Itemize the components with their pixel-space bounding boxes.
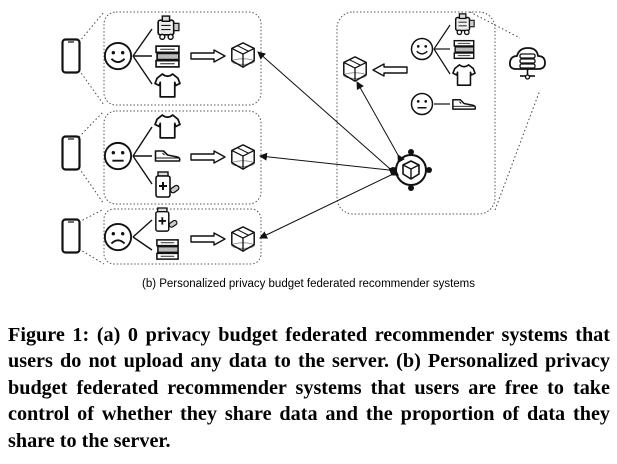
hollow-arrow-icon [190,49,226,63]
item-branch-lines [132,28,153,85]
phone-projection-lines [78,11,105,265]
neutral-face-icon [410,92,434,116]
item-branch-lines [433,24,451,105]
happy-face-icon [103,41,133,71]
hollow-arrow-icon [190,150,226,164]
communication-arrows [257,51,405,239]
model-cube-icon [343,56,367,82]
cloud-projection-lines [469,11,541,211]
item-branch-lines [132,126,153,185]
sad-face-icon [103,222,133,252]
caption-text: (a) 0 privacy budget federated recommend… [8,324,610,452]
smartphone-icon [61,218,81,254]
happy-face-icon [410,37,434,61]
tshirt-icon [154,114,181,139]
hollow-arrow-icon [190,232,226,246]
neutral-face-icon [103,141,133,171]
figure-caption: Figure 1: (a) 0 privacy budget federated… [8,322,610,454]
aggregator-hub-icon [389,148,433,192]
diagram-subcaption: (b) Personalized privacy budget federate… [141,278,476,290]
medicine-icon [155,171,180,198]
medicine-icon [154,207,178,233]
tshirt-icon [154,73,181,98]
smartphone-icon [61,38,81,74]
federated-recommender-diagram [61,11,546,265]
model-cube-icon [231,144,255,170]
smartphone-icon [61,135,81,171]
item-branch-lines [132,219,153,251]
toy-icon [157,15,180,41]
books-icon [453,39,475,60]
figure-label: Figure 1: [8,324,90,346]
model-cube-icon [231,42,255,68]
shoe-icon [452,99,477,110]
cloud-server-icon [508,47,546,80]
shoe-icon [154,150,181,162]
toy-icon [454,13,475,36]
tshirt-icon [452,64,476,86]
model-cube-icon [231,226,255,252]
hollow-arrow-icon [372,63,408,77]
books-icon [156,239,179,260]
books-icon [155,45,180,68]
